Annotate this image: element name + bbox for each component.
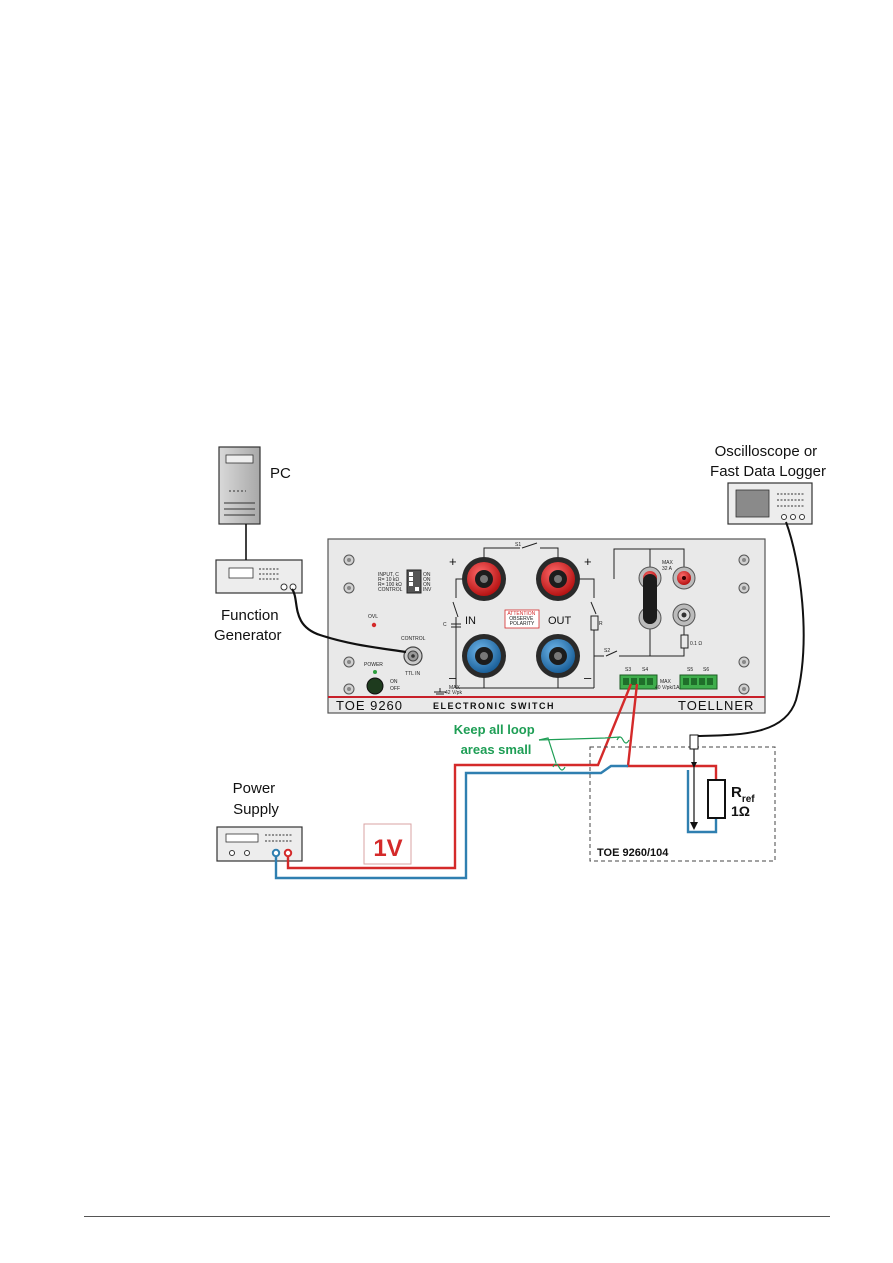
- function-generator-label: Function Generator: [214, 607, 283, 644]
- off-label: OFF: [390, 686, 400, 692]
- in-label: IN: [465, 615, 476, 627]
- switch-s2-label: S2: [604, 648, 610, 654]
- oscilloscope: [727, 482, 813, 525]
- switch-s1-label: S1: [515, 542, 521, 548]
- twist-marks: [538, 736, 630, 771]
- terminal-block-s5-s6[interactable]: [679, 674, 718, 690]
- out-plus-jack[interactable]: [536, 557, 580, 601]
- max-voltage-label: MAX 42 V/pk: [445, 685, 462, 696]
- rref-value: 1Ω: [731, 803, 750, 819]
- power-label: POWER: [364, 662, 383, 668]
- oscilloscope-label: Oscilloscope or Fast Data Logger: [710, 443, 826, 480]
- out-plus-sign: +: [584, 554, 592, 569]
- function-generator: [215, 559, 303, 594]
- power-supply-label: Power Supply: [233, 780, 280, 818]
- ovl-led: [371, 622, 377, 628]
- control-label: CONTROL: [401, 636, 426, 642]
- terminal-block-s3-s4[interactable]: [619, 674, 658, 690]
- sense-minus-jack[interactable]: [672, 603, 696, 627]
- on-label: ON: [390, 679, 398, 685]
- attention-text: ATTENTION OBSERVE POLARITY: [507, 611, 536, 627]
- capacitor-label: C: [443, 622, 447, 628]
- rref-resistor: [707, 779, 726, 819]
- brand-label: TOELLNER: [678, 698, 754, 713]
- footer-rule: [84, 1216, 830, 1217]
- out-label: OUT: [548, 615, 572, 627]
- terminal-s4-label: S4: [642, 667, 648, 673]
- out-minus-jack[interactable]: [536, 634, 580, 678]
- shunt-box: [589, 746, 776, 862]
- max-current-label: MAX 32 A: [662, 560, 674, 572]
- shunt-value-label: 0.1 Ω: [690, 641, 702, 647]
- in-minus-sign: –: [449, 670, 457, 685]
- voltage-box: [363, 823, 412, 865]
- power-supply: [216, 826, 303, 862]
- oscilloscope-cable: [693, 521, 805, 748]
- dip-switch[interactable]: [406, 569, 422, 594]
- power-led: [373, 670, 377, 674]
- power-switch[interactable]: [366, 677, 384, 695]
- resistor-label: R: [599, 621, 603, 627]
- sense-plus-jack[interactable]: [672, 566, 696, 590]
- blue-return-wire: [686, 770, 718, 834]
- pc-tower: [218, 446, 261, 525]
- out-minus-sign: –: [584, 670, 592, 685]
- dip-switch-states: ON ON ON INV: [423, 572, 432, 593]
- attention-box: [504, 609, 540, 629]
- blue-wire: [274, 764, 628, 880]
- ovl-label: OVL: [368, 614, 378, 620]
- loop-note: Keep all loop areas small: [454, 722, 539, 757]
- dip-switch-labels: INPUT, C R= 10 kΩ R= 100 kΩ CONTROL: [378, 572, 403, 593]
- in-plus-jack[interactable]: [462, 557, 506, 601]
- voltage-label: 1V: [373, 835, 402, 862]
- rref-label: Rref: [731, 784, 755, 805]
- control-cable: [291, 588, 407, 654]
- shunt-box-label: TOE 9260/104: [597, 847, 669, 859]
- ttl-in-label: TTL IN: [405, 671, 420, 677]
- device-name-label: ELECTRONIC SWITCH: [433, 701, 555, 711]
- model-label: TOE 9260: [336, 698, 403, 713]
- control-bnc-connector[interactable]: [403, 646, 423, 666]
- pc-label: PC: [270, 465, 291, 482]
- red-wire: [286, 683, 633, 870]
- in-minus-jack[interactable]: [462, 634, 506, 678]
- shorting-link[interactable]: [643, 574, 657, 624]
- terminal-max-label: MAX 40 V/pk/1A: [655, 679, 680, 691]
- red-sense-wire: [626, 683, 718, 780]
- terminal-s6-label: S6: [703, 667, 709, 673]
- terminal-s5-label: S5: [687, 667, 693, 673]
- in-plus-sign: +: [449, 554, 457, 569]
- terminal-s3-label: S3: [625, 667, 631, 673]
- scope-probe: [689, 734, 699, 830]
